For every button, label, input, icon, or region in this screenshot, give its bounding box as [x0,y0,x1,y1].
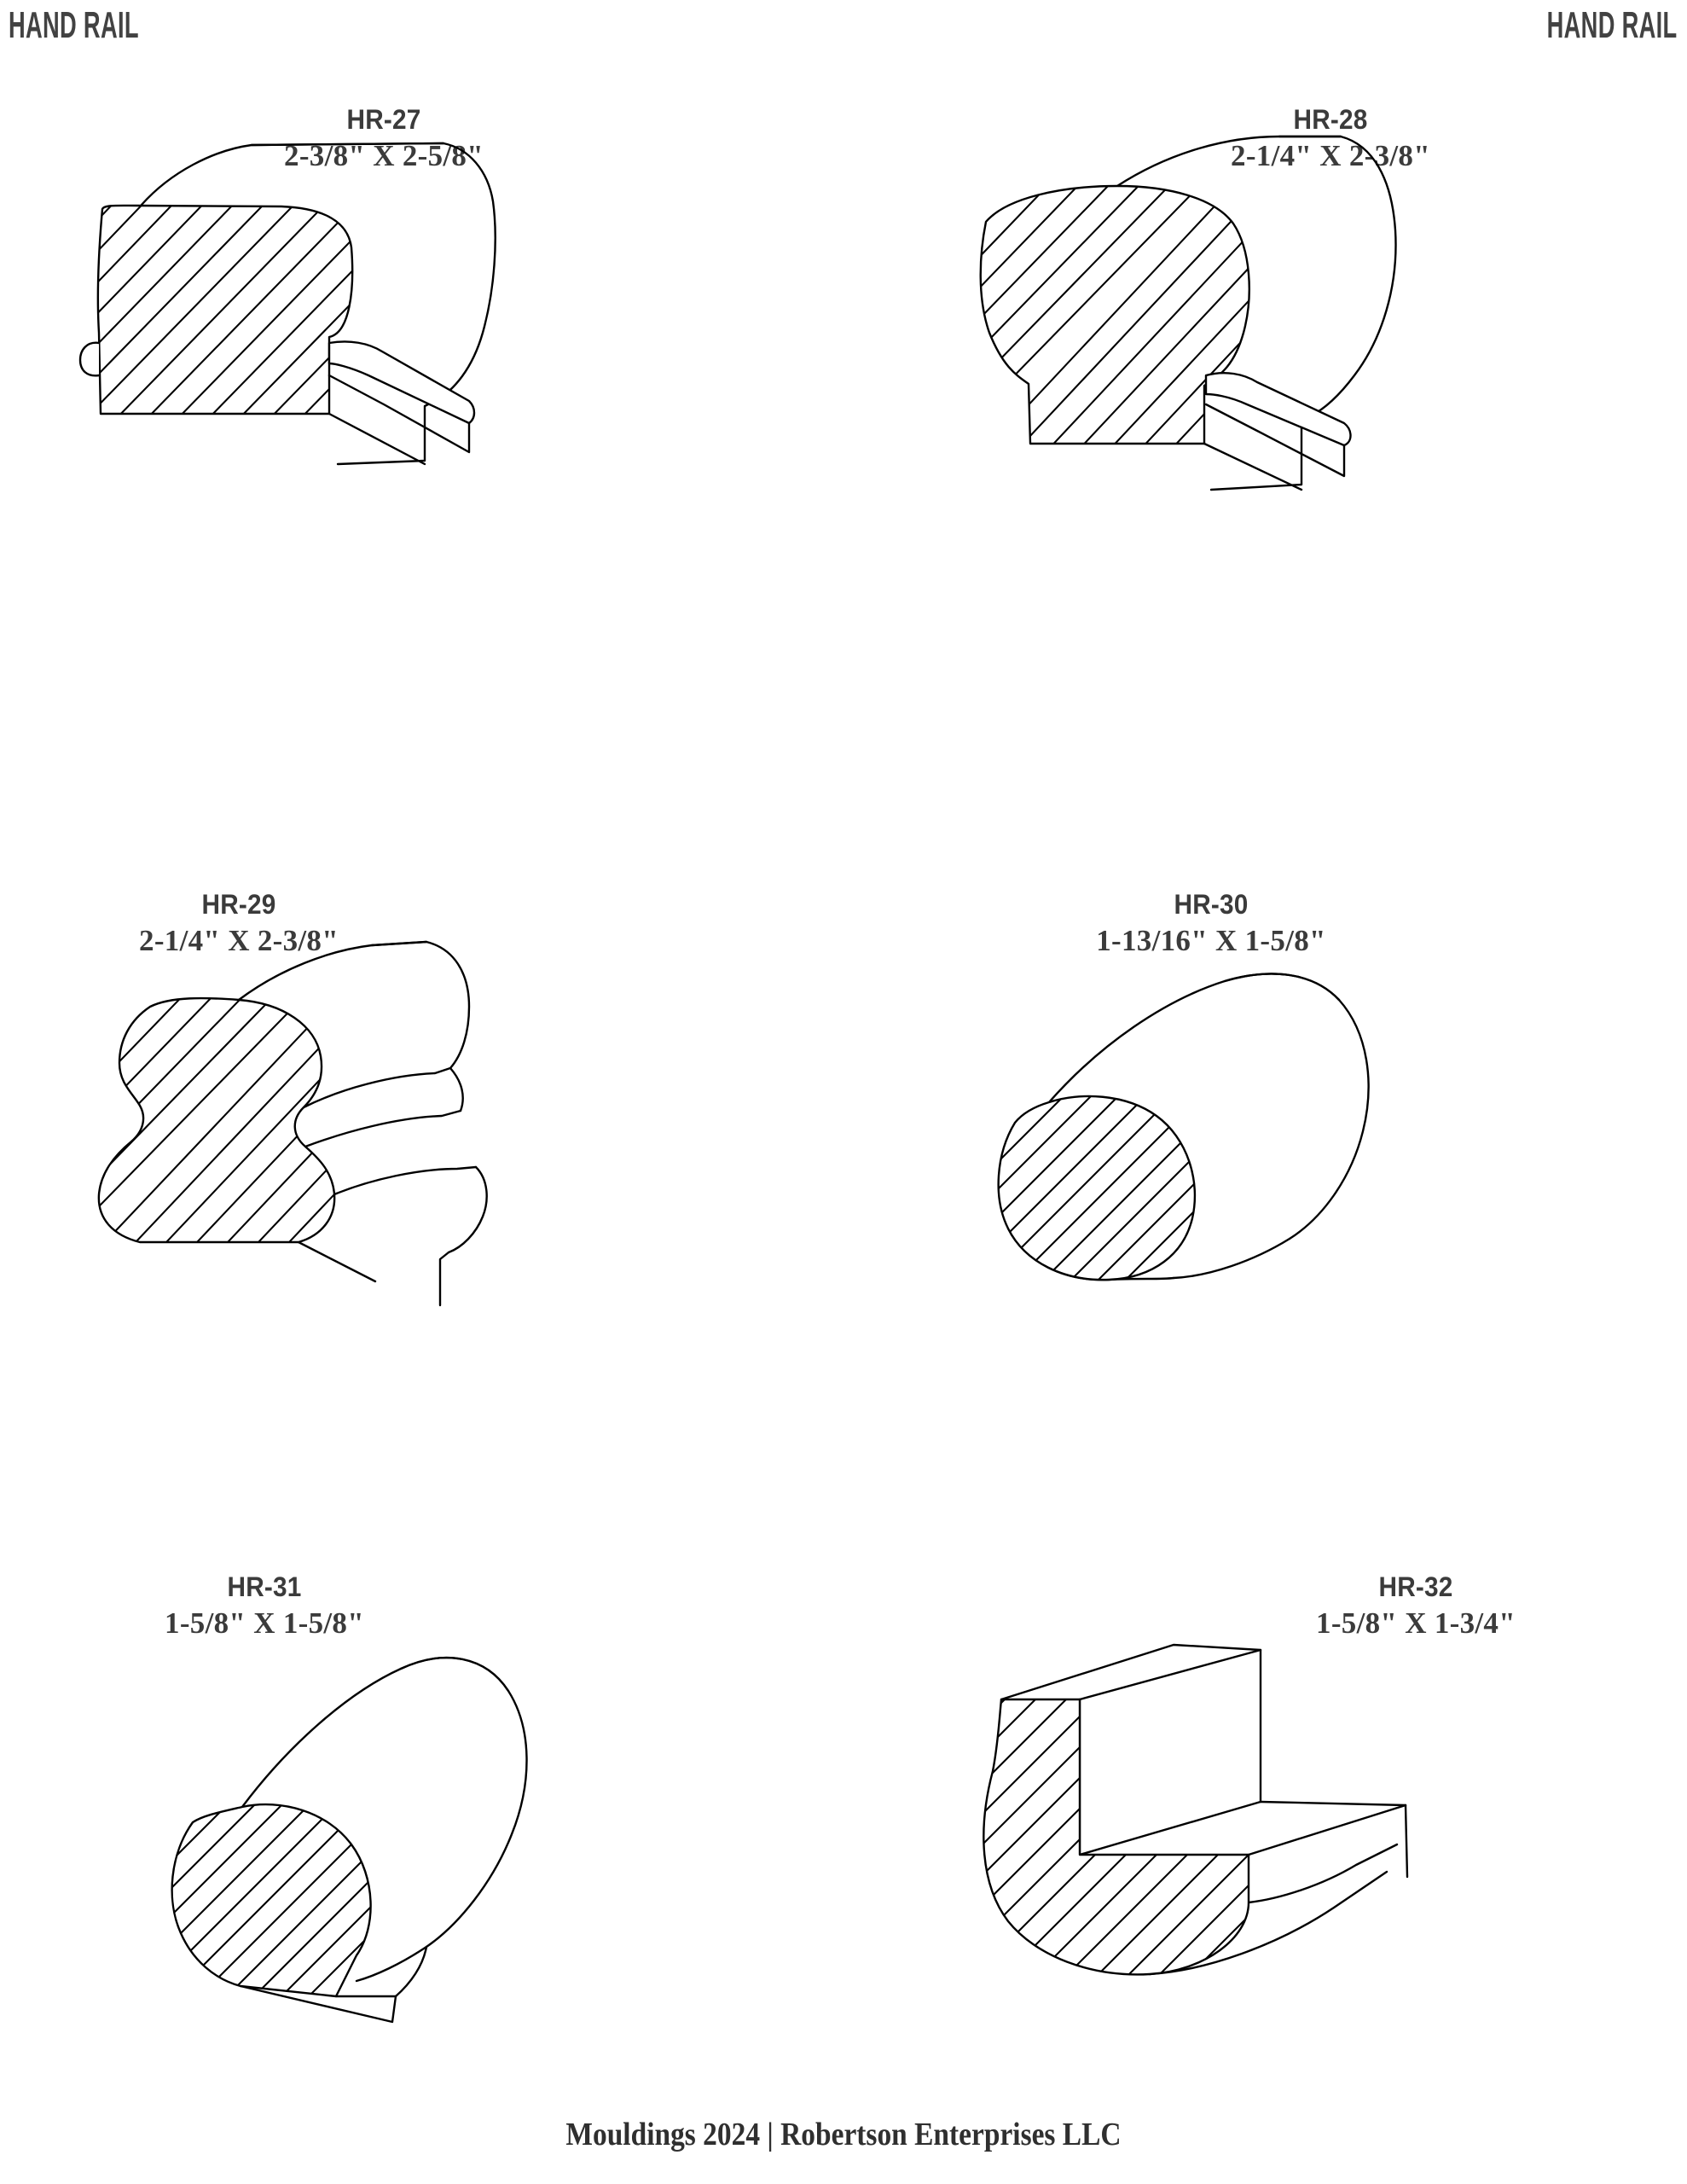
page-footer: Mouldings 2024 | Robertson Enterprises L… [565,2117,1122,2152]
product-drawing-hr-28 [972,119,1450,495]
product-code-hr-27: HR-27 [346,104,421,135]
product-figure-hr-28: HR-28 2-1/4" X 2-3/8" [878,102,1646,512]
product-code-hr-31: HR-31 [227,1571,302,1602]
product-code-hr-30: HR-30 [1174,889,1249,920]
product-code-hr-29: HR-29 [201,889,276,920]
product-code-hr-28: HR-28 [1293,104,1368,135]
product-dimensions-hr-32: 1-5/8" X 1-3/4" [1316,1606,1516,1640]
product-dimensions-hr-29: 2-1/4" X 2-3/8" [139,924,339,957]
product-figure-hr-32: HR-32 1-5/8" X 1-3/4" [878,1570,1646,2048]
page-header-right: HAND RAIL [1546,4,1677,46]
product-labels-hr-31: HR-31 1-5/8" X 1-5/8" [85,1570,443,1643]
product-drawing-hr-29 [68,913,546,1307]
page-header-left: HAND RAIL [9,4,139,46]
product-figure-hr-31: HR-31 1-5/8" X 1-5/8" [51,1570,819,2048]
product-drawing-hr-32 [878,1604,1409,2013]
product-drawing-hr-31 [111,1621,588,2030]
product-figure-hr-29: HR-29 2-1/4" X 2-3/8" [51,887,819,1331]
product-drawing-hr-27 [68,119,546,495]
product-dimensions-hr-30: 1-13/16" X 1-5/8" [1096,924,1326,957]
product-figure-hr-27: HR-27 2-3/8" X 2-5/8" [51,102,819,512]
product-labels-hr-32: HR-32 1-5/8" X 1-3/4" [1237,1570,1595,1643]
product-labels-hr-29: HR-29 2-1/4" X 2-3/8" [60,887,418,961]
product-labels-hr-30: HR-30 1-13/16" X 1-5/8" [981,887,1441,961]
product-code-hr-32: HR-32 [1378,1571,1453,1602]
product-dimensions-hr-31: 1-5/8" X 1-5/8" [165,1606,364,1640]
product-figure-hr-30: HR-30 1-13/16" X 1-5/8" [878,887,1646,1331]
product-drawing-hr-30 [964,956,1441,1314]
product-labels-hr-28: HR-28 2-1/4" X 2-3/8" [1100,102,1561,176]
product-dimensions-hr-28: 2-1/4" X 2-3/8" [1231,139,1430,172]
